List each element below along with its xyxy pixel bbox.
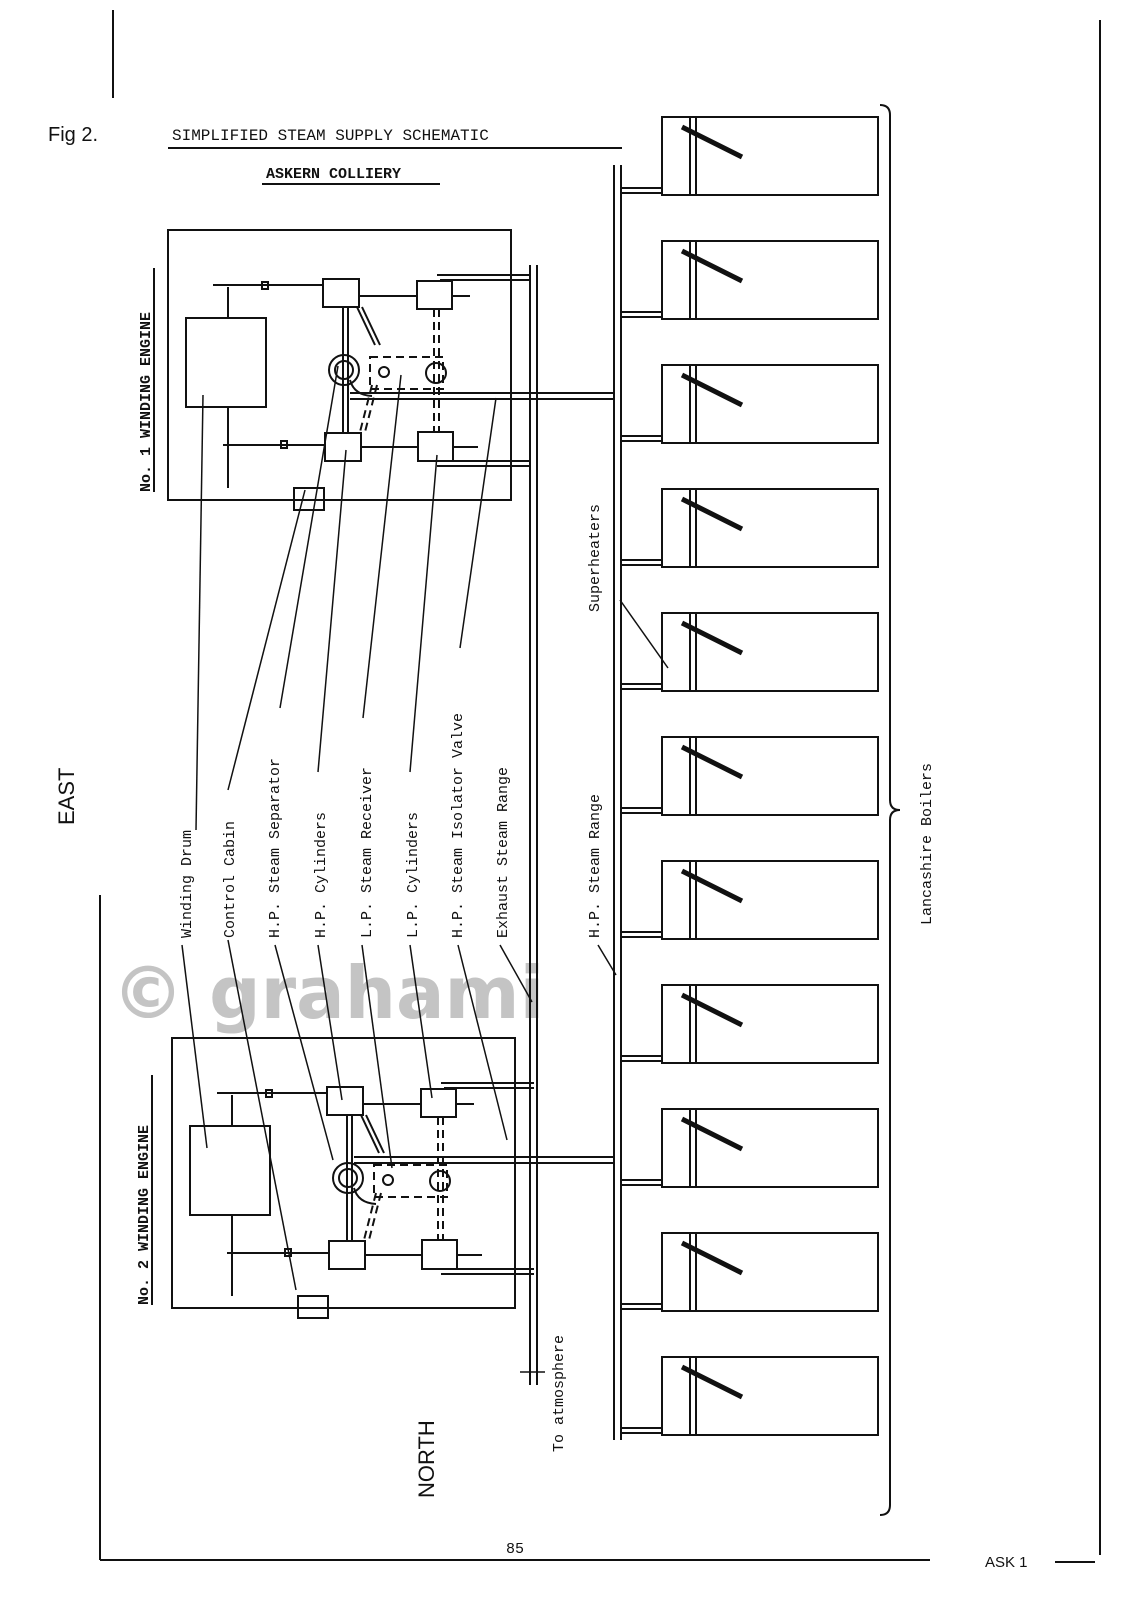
- superheater: [680, 124, 744, 160]
- figure-subtitle: ASKERN COLLIERY: [266, 166, 401, 183]
- boiler-shell: [661, 984, 879, 1064]
- winding-drum: [189, 1125, 271, 1216]
- engine-house-outline: [167, 229, 512, 501]
- valve-icon: [261, 281, 269, 290]
- valve-icon: [265, 1089, 273, 1098]
- superheater: [680, 496, 744, 532]
- superheater: [680, 868, 744, 904]
- lancashire-boiler: [621, 1232, 879, 1312]
- label-lancashire-boilers: Lancashire Boilers: [919, 763, 936, 925]
- hp-cylinder: [322, 278, 360, 308]
- lancashire-boiler: [621, 612, 879, 692]
- lancashire-boiler: [621, 116, 879, 196]
- lp-cylinder: [420, 1088, 457, 1118]
- superheater: [680, 744, 744, 780]
- hp-steam-range: [613, 165, 622, 1440]
- superheater: [680, 1240, 744, 1276]
- lp-steam-receiver: [373, 1164, 448, 1198]
- label-hp-steam-isolator-valve: H.P. Steam Isolator Valve: [450, 713, 467, 938]
- lancashire-boiler: [621, 364, 879, 444]
- leader-lines: [181, 365, 669, 1291]
- lancashire-boiler: [621, 1356, 879, 1436]
- hp-steam-separator: [328, 354, 360, 386]
- figure-title: SIMPLIFIED STEAM SUPPLY SCHEMATIC: [172, 127, 489, 145]
- label-control-cabin: Control Cabin: [222, 821, 239, 938]
- label-hp-steam-separator: H.P. Steam Separator: [267, 758, 284, 938]
- lancashire-boilers: [621, 116, 879, 1436]
- hp-supply-pipe-2: [354, 1156, 614, 1164]
- engine-1-label: No. 1 WINDING ENGINE: [138, 312, 155, 492]
- watermark: © grahami: [112, 951, 544, 1035]
- winding-engine-2: [171, 1037, 534, 1319]
- lancashire-boiler: [621, 488, 879, 568]
- lancashire-boiler: [621, 240, 879, 320]
- lp-cylinder: [421, 1239, 458, 1270]
- lancashire-boiler: [621, 860, 879, 940]
- label-lp-cylinders: L.P. Cylinders: [405, 812, 422, 938]
- label-hp-steam-range: H.P. Steam Range: [587, 794, 604, 938]
- superheater: [680, 992, 744, 1028]
- label-superheaters: Superheaters: [587, 504, 604, 612]
- hp-cylinder: [326, 1086, 364, 1116]
- winding-engine-1: [167, 229, 530, 511]
- boiler-shell: [661, 116, 879, 196]
- label-winding-drum: Winding Drum: [179, 830, 196, 938]
- component-labels: Winding Drum Control Cabin H.P. Steam Se…: [179, 504, 936, 1452]
- boiler-shell: [661, 240, 879, 320]
- boiler-shell: [661, 1108, 879, 1188]
- compass-east: EAST: [54, 768, 79, 825]
- boiler-shell: [661, 488, 879, 568]
- lp-cylinder: [417, 431, 454, 462]
- valve-icon: [280, 440, 288, 449]
- boilers-brace: [879, 104, 901, 1516]
- hp-cylinder: [328, 1240, 366, 1270]
- superheater: [680, 372, 744, 408]
- winding-drum: [185, 317, 267, 408]
- engine-house-outline: [171, 1037, 516, 1309]
- label-exhaust-steam-range: Exhaust Steam Range: [495, 767, 512, 938]
- page-number: 85: [506, 1541, 524, 1558]
- fig-label: Fig 2.: [48, 124, 98, 146]
- label-hp-cylinders: H.P. Cylinders: [313, 812, 330, 938]
- boiler-shell: [661, 736, 879, 816]
- exhaust-steam-range: [520, 265, 545, 1385]
- boiler-shell: [661, 1232, 879, 1312]
- lp-cylinder: [416, 280, 453, 310]
- superheater: [680, 248, 744, 284]
- hp-steam-separator: [332, 1162, 364, 1194]
- boiler-shell: [661, 1356, 879, 1436]
- engine-2-label: No. 2 WINDING ENGINE: [136, 1125, 153, 1305]
- superheater: [680, 1364, 744, 1400]
- boiler-shell: [661, 364, 879, 444]
- superheater: [680, 620, 744, 656]
- lancashire-boiler: [621, 984, 879, 1064]
- hp-supply-pipe-1: [350, 392, 614, 400]
- label-to-atmosphere: To atmosphere: [551, 1335, 568, 1452]
- label-lp-steam-receiver: L.P. Steam Receiver: [359, 767, 376, 938]
- hp-cylinder: [324, 432, 362, 462]
- lancashire-boiler: [621, 1108, 879, 1188]
- page-reference: ASK 1: [985, 1554, 1028, 1571]
- lancashire-boiler: [621, 736, 879, 816]
- boiler-shell: [661, 612, 879, 692]
- boiler-shell: [661, 860, 879, 940]
- control-cabin: [293, 487, 325, 511]
- compass-north: NORTH: [414, 1420, 439, 1498]
- control-cabin: [297, 1295, 329, 1319]
- lp-steam-receiver: [369, 356, 444, 390]
- superheater: [680, 1116, 744, 1152]
